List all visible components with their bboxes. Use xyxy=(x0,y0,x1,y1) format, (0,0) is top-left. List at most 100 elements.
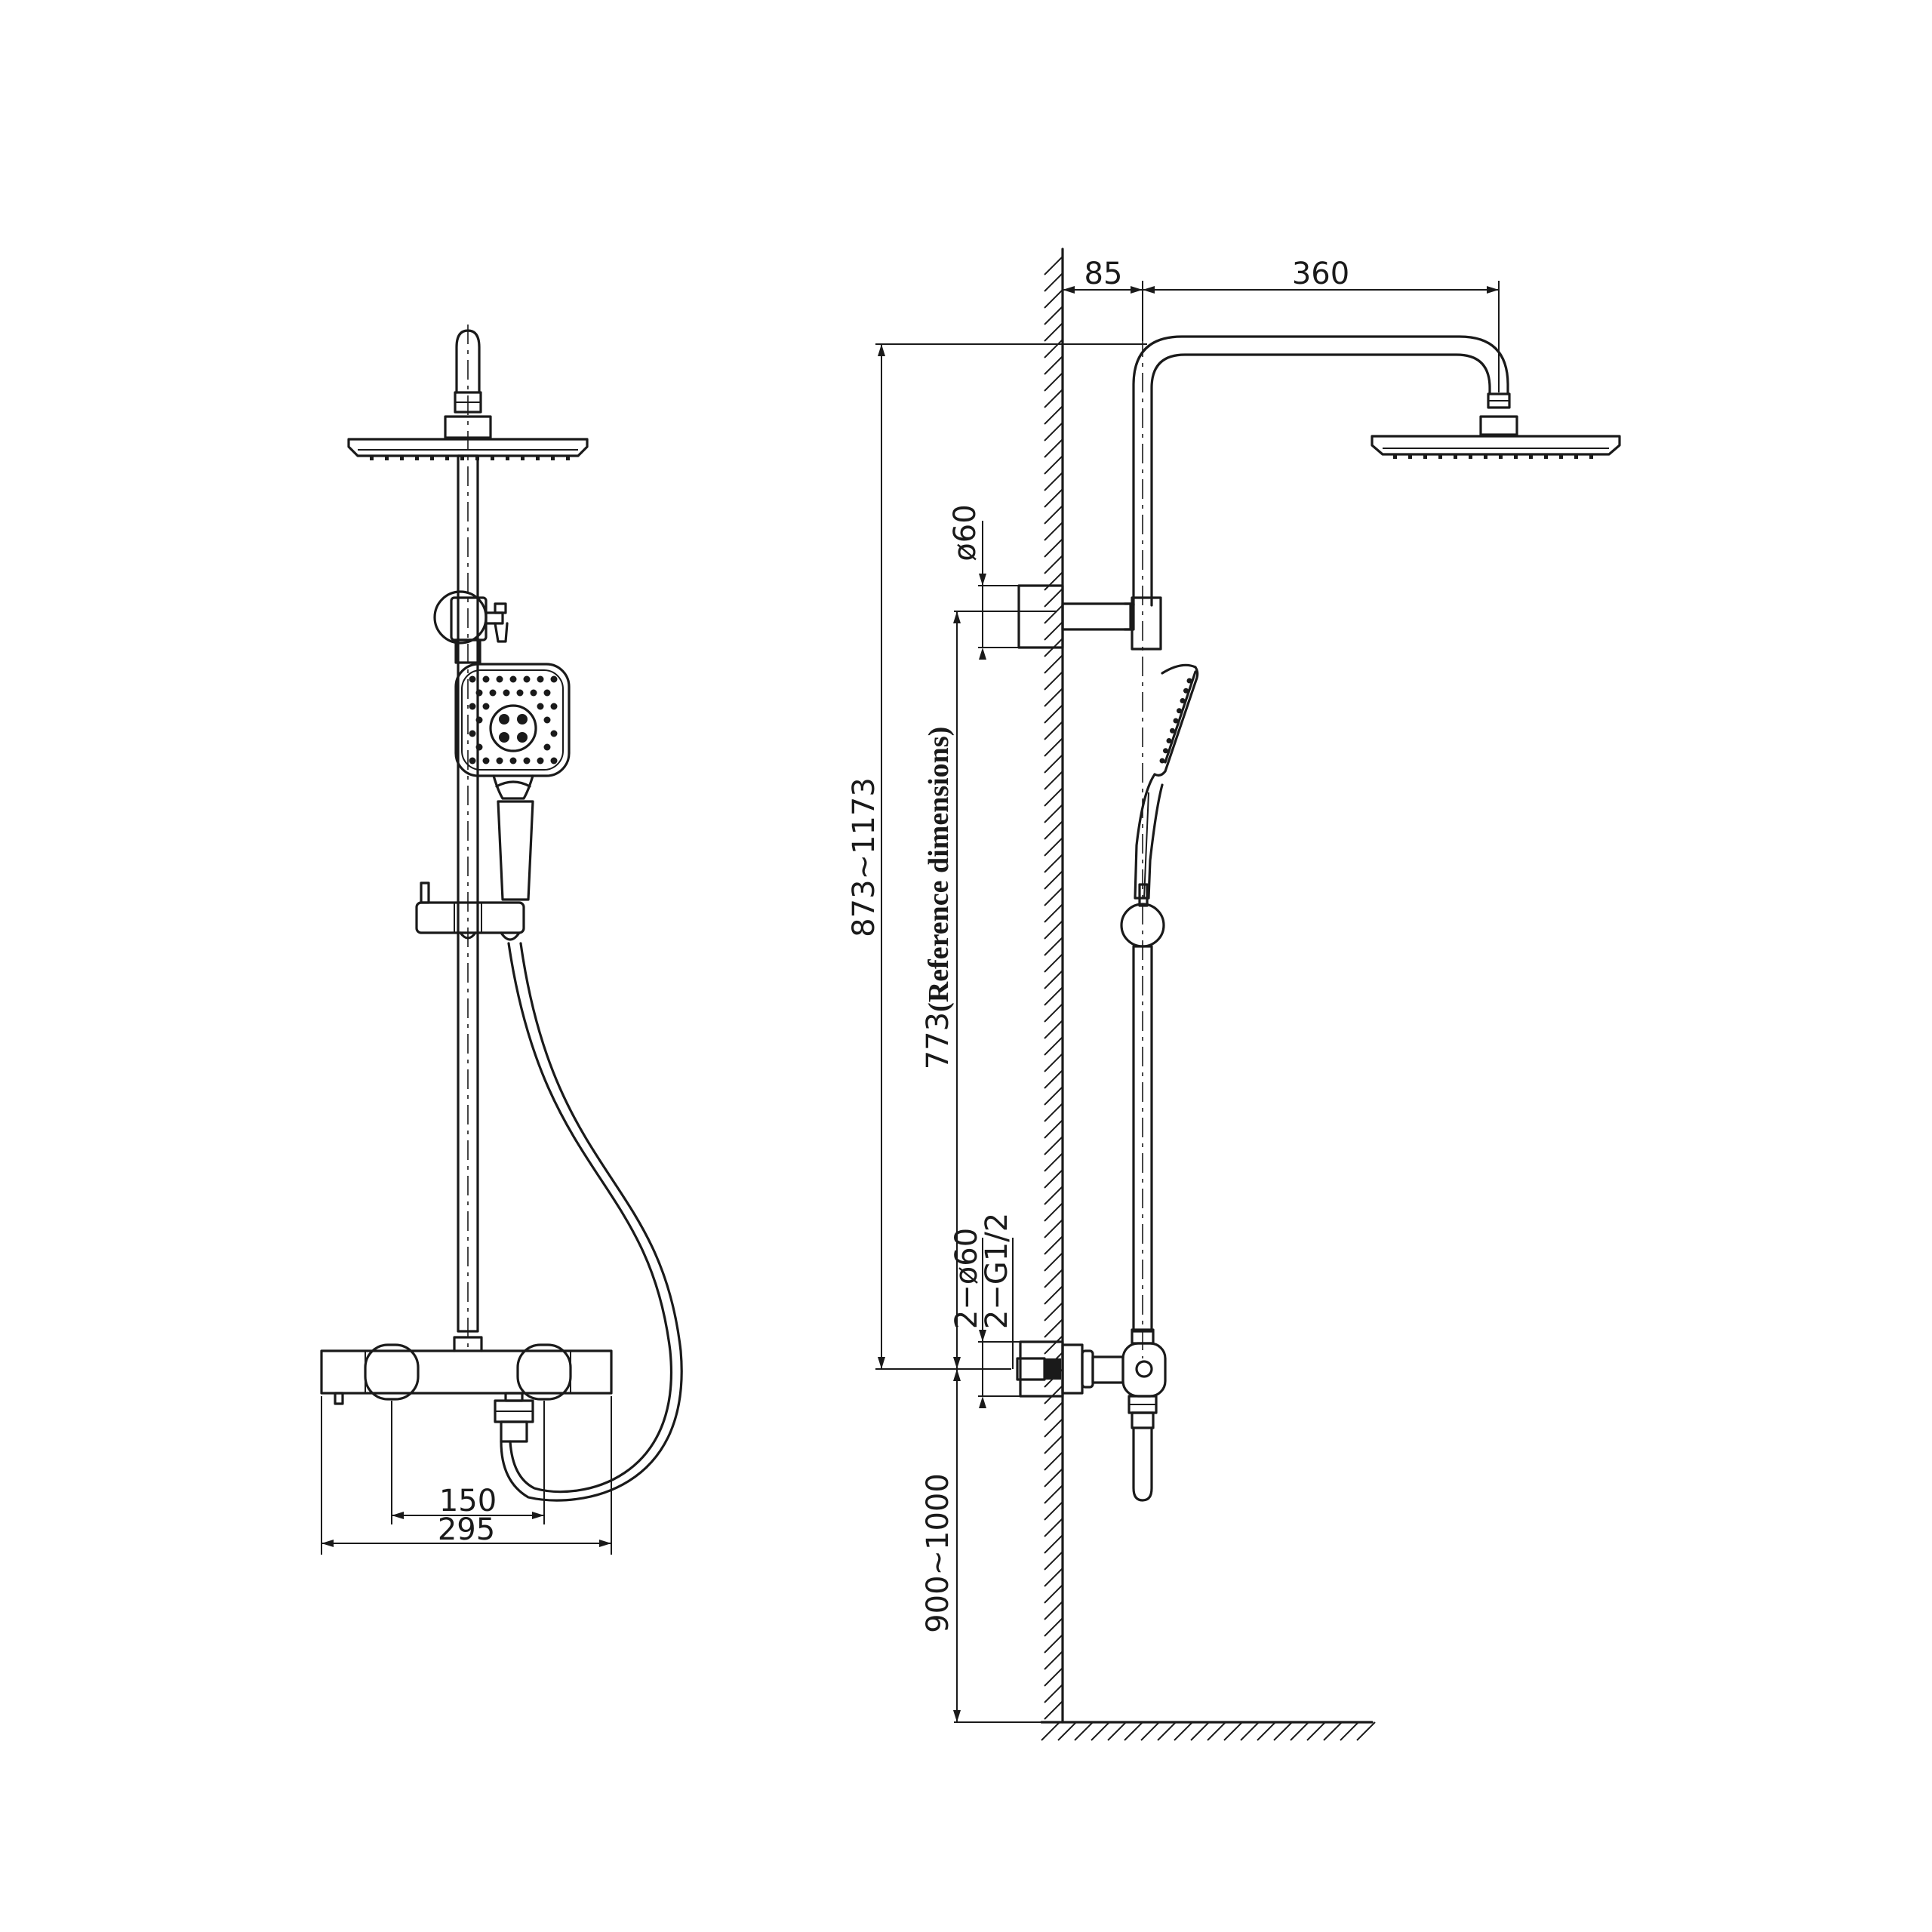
wall-hatch-line xyxy=(1044,1484,1063,1504)
wall-hatch-line xyxy=(1044,1020,1063,1039)
hand-nozzle xyxy=(482,757,490,764)
wall-hatch-line xyxy=(1044,1667,1063,1687)
wall-hatch-line xyxy=(1044,1401,1063,1421)
wall-hatch-line xyxy=(1044,355,1063,375)
wall-hatch-line xyxy=(1044,1169,1063,1189)
rain-nozzle xyxy=(400,456,404,460)
rain-nozzle xyxy=(506,456,509,460)
wall-hatch-line xyxy=(1044,1567,1063,1587)
wall-hatch-line xyxy=(1044,671,1063,691)
wall-hatch-line xyxy=(1044,521,1063,541)
wall-hatch-line xyxy=(1044,1219,1063,1238)
hand-nozzle xyxy=(503,689,510,697)
wall-hatch-line xyxy=(1044,422,1063,441)
wall-hatch-line xyxy=(1044,654,1063,674)
rain-nozzle xyxy=(1499,454,1503,459)
wall-hatch-line xyxy=(1044,1584,1063,1604)
hand-nozzle xyxy=(509,757,517,764)
rain-nozzle xyxy=(1484,454,1487,459)
wall-hatch-line xyxy=(1044,1086,1063,1106)
floor-hatch-line xyxy=(1290,1721,1309,1741)
wall-hatch-line xyxy=(1044,721,1063,740)
hand-nozzle xyxy=(489,689,497,697)
hand-nozzle xyxy=(550,675,558,683)
rain-nozzle xyxy=(430,456,434,460)
rain-nozzle xyxy=(1514,454,1518,459)
hand-nozzle xyxy=(1159,758,1165,764)
floor-hatch-line xyxy=(1240,1721,1260,1741)
wall-hatch-line xyxy=(1044,1053,1063,1072)
hand-nozzle xyxy=(469,757,476,764)
hand-nozzle xyxy=(509,675,517,683)
wall-hatch-line xyxy=(1044,1451,1063,1471)
wall-hatch-line xyxy=(1044,870,1063,890)
hand-nozzle xyxy=(516,689,524,697)
wall-hatch-line xyxy=(1044,1418,1063,1438)
wall-hatch-line xyxy=(1044,1285,1063,1305)
wall-hatch-line xyxy=(1044,289,1063,309)
wall-hatch-line xyxy=(1044,1235,1063,1255)
hand-nozzle xyxy=(530,689,537,697)
wall-hatch-line xyxy=(1044,1152,1063,1172)
rain-nozzle xyxy=(1559,454,1563,459)
rain-shower-head-side xyxy=(1371,392,1621,459)
rain-nozzle xyxy=(1544,454,1548,459)
wall-hatch-line xyxy=(1044,787,1063,807)
floor-hatch-line xyxy=(1323,1721,1343,1741)
wall-hatch-line xyxy=(1044,837,1063,857)
wall-hatch-line xyxy=(1044,389,1063,408)
rain-nozzle xyxy=(1574,454,1578,459)
floor-hatch-line xyxy=(1306,1721,1326,1741)
dim-inlet-spacing: 150 xyxy=(439,1484,497,1518)
wall-hatch-line xyxy=(1044,1103,1063,1122)
floor-hatch-line xyxy=(1140,1721,1160,1741)
wall-hatch-line xyxy=(1044,820,1063,840)
side-view: 85 360 873~1173 773(Reference dimensions… xyxy=(847,248,1621,1741)
shower-hose xyxy=(500,942,683,1502)
dim-mount-height: 900~1000 xyxy=(921,1473,955,1633)
rain-nozzle xyxy=(1529,454,1533,459)
rain-nozzle xyxy=(536,456,540,460)
wall-hatch-line xyxy=(1044,1186,1063,1205)
rain-nozzle xyxy=(1454,454,1457,459)
floor-hatch-line xyxy=(1091,1721,1110,1741)
hand-nozzle xyxy=(1166,738,1172,743)
wall-hatch-line xyxy=(1044,256,1063,275)
floor-hatch-line xyxy=(1273,1721,1293,1741)
rain-nozzle xyxy=(1589,454,1593,459)
side-dimensions: 85 360 873~1173 773(Reference dimensions… xyxy=(847,249,1500,1723)
hand-nozzle xyxy=(475,689,483,697)
wall-hatch-line xyxy=(1044,1136,1063,1155)
wall-bracket xyxy=(1017,584,1162,651)
rain-nozzle xyxy=(1438,454,1442,459)
wall-hatch-line xyxy=(1044,1435,1063,1454)
wall-hatch-line xyxy=(1044,704,1063,724)
floor-hatch-line xyxy=(1174,1721,1193,1741)
wall-hatch-line xyxy=(1044,1202,1063,1222)
dim-inlet-flange: 2−ø60 xyxy=(949,1228,984,1329)
hand-nozzle xyxy=(1173,718,1179,724)
hand-nozzle xyxy=(1163,748,1168,754)
wall-hatch-line xyxy=(1044,887,1063,906)
dim-bracket-diameter: ø60 xyxy=(948,504,983,561)
hand-nozzle xyxy=(475,716,483,724)
hand-nozzle xyxy=(496,757,503,764)
wall-hatch-line xyxy=(1044,555,1063,574)
rain-nozzle xyxy=(385,456,389,460)
hand-nozzle xyxy=(496,675,503,683)
wall-hatch-line xyxy=(1044,472,1063,491)
floor-hatch-line xyxy=(1223,1721,1243,1741)
hand-nozzle xyxy=(537,703,544,710)
floor-hatch-line xyxy=(1356,1721,1376,1741)
hand-nozzle xyxy=(550,757,558,764)
hand-nozzle xyxy=(1177,708,1182,714)
hand-nozzle xyxy=(543,743,551,751)
floor-hatch-line xyxy=(1190,1721,1210,1741)
hand-nozzle xyxy=(1170,728,1175,734)
floor-hatch-line xyxy=(1107,1721,1127,1741)
hand-nozzle xyxy=(537,757,544,764)
wall-hatch-line xyxy=(1044,505,1063,525)
rain-nozzle xyxy=(491,456,494,460)
wall-hatch-line xyxy=(1044,1551,1063,1571)
hand-nozzle xyxy=(482,675,490,683)
